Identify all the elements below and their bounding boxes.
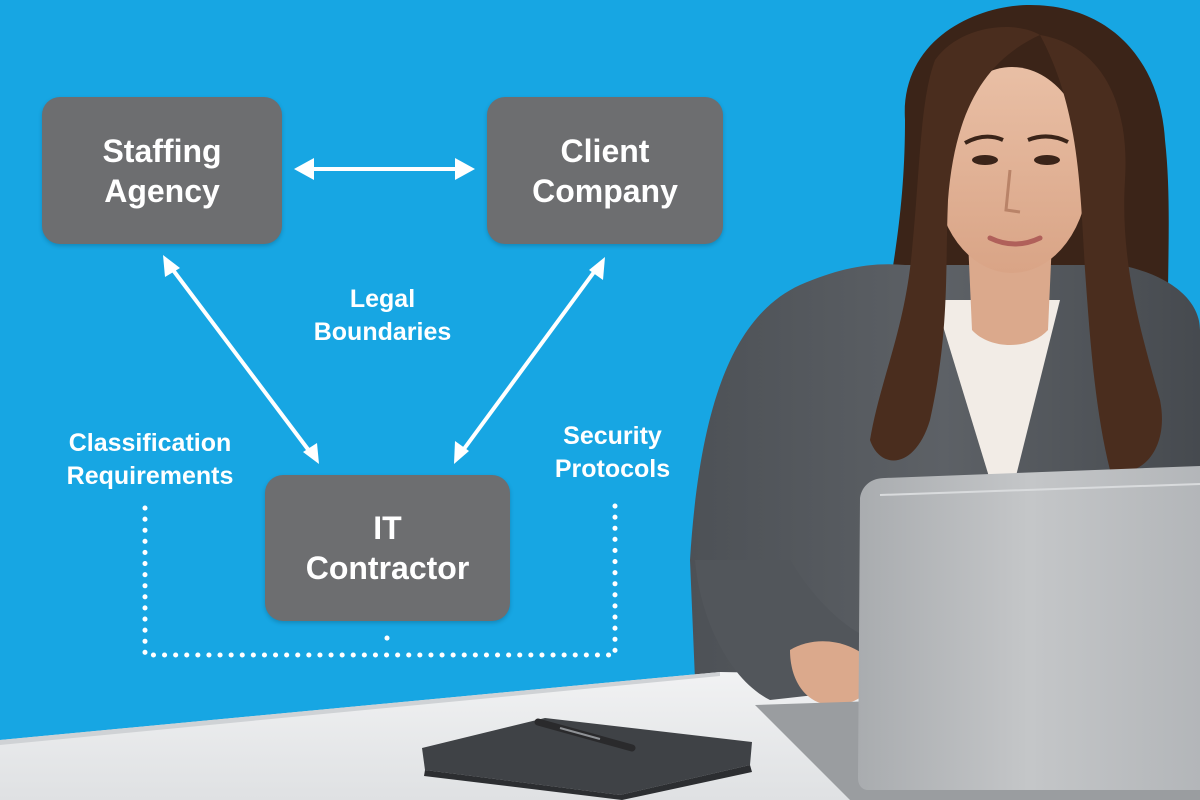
label-classification-requirements: Classification Requirements [66, 429, 234, 490]
node-label: Staffing [102, 132, 222, 169]
edge-staffing-it [168, 264, 312, 454]
node-label: IT [373, 510, 402, 546]
node-label: Client [560, 132, 650, 169]
node-label: Company [532, 172, 678, 209]
label-security-protocols: Security Protocols [554, 422, 671, 483]
hair-left [870, 27, 1040, 461]
node-label: Contractor [305, 550, 470, 586]
blouse [935, 300, 1060, 480]
arrowhead-icon [454, 441, 469, 464]
hair-right [1040, 35, 1162, 472]
node-staffing-agency: Staffing Agency [42, 97, 282, 244]
label-legal-boundaries: Legal Boundaries [313, 285, 452, 346]
node-client-company: Client Company [487, 97, 723, 244]
arrowhead-icon [589, 257, 605, 280]
notebook [422, 718, 752, 795]
hand [790, 641, 873, 705]
arrowhead-icon [294, 158, 314, 180]
laptop-lid [858, 466, 1200, 790]
edge-client-it [459, 266, 599, 455]
arrowhead-icon [163, 255, 180, 277]
node-label: Agency [104, 172, 220, 209]
face [935, 67, 1089, 273]
arrowhead-icon [303, 443, 319, 464]
node-it-contractor: IT Contractor [265, 475, 510, 621]
arrowhead-icon [455, 158, 475, 180]
